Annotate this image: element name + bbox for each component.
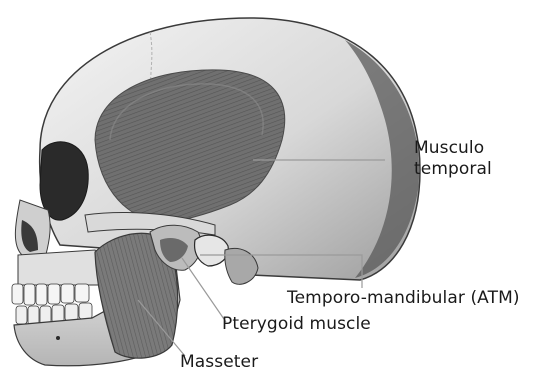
upper-teeth [12,284,89,305]
label-temporal-line2: temporal [414,159,492,180]
label-masseter: Masseter [180,352,258,373]
mental-foramen [56,336,60,340]
label-temporo-mandibular: Temporo-mandibular (ATM) [287,288,520,309]
tmj-condyle [195,235,229,266]
label-temporal-line1: Musculo [414,138,492,159]
label-pterygoid-muscle: Pterygoid muscle [222,314,371,335]
leader-pterygoid [182,258,226,322]
label-musculo-temporal: Musculo temporal [414,138,492,180]
